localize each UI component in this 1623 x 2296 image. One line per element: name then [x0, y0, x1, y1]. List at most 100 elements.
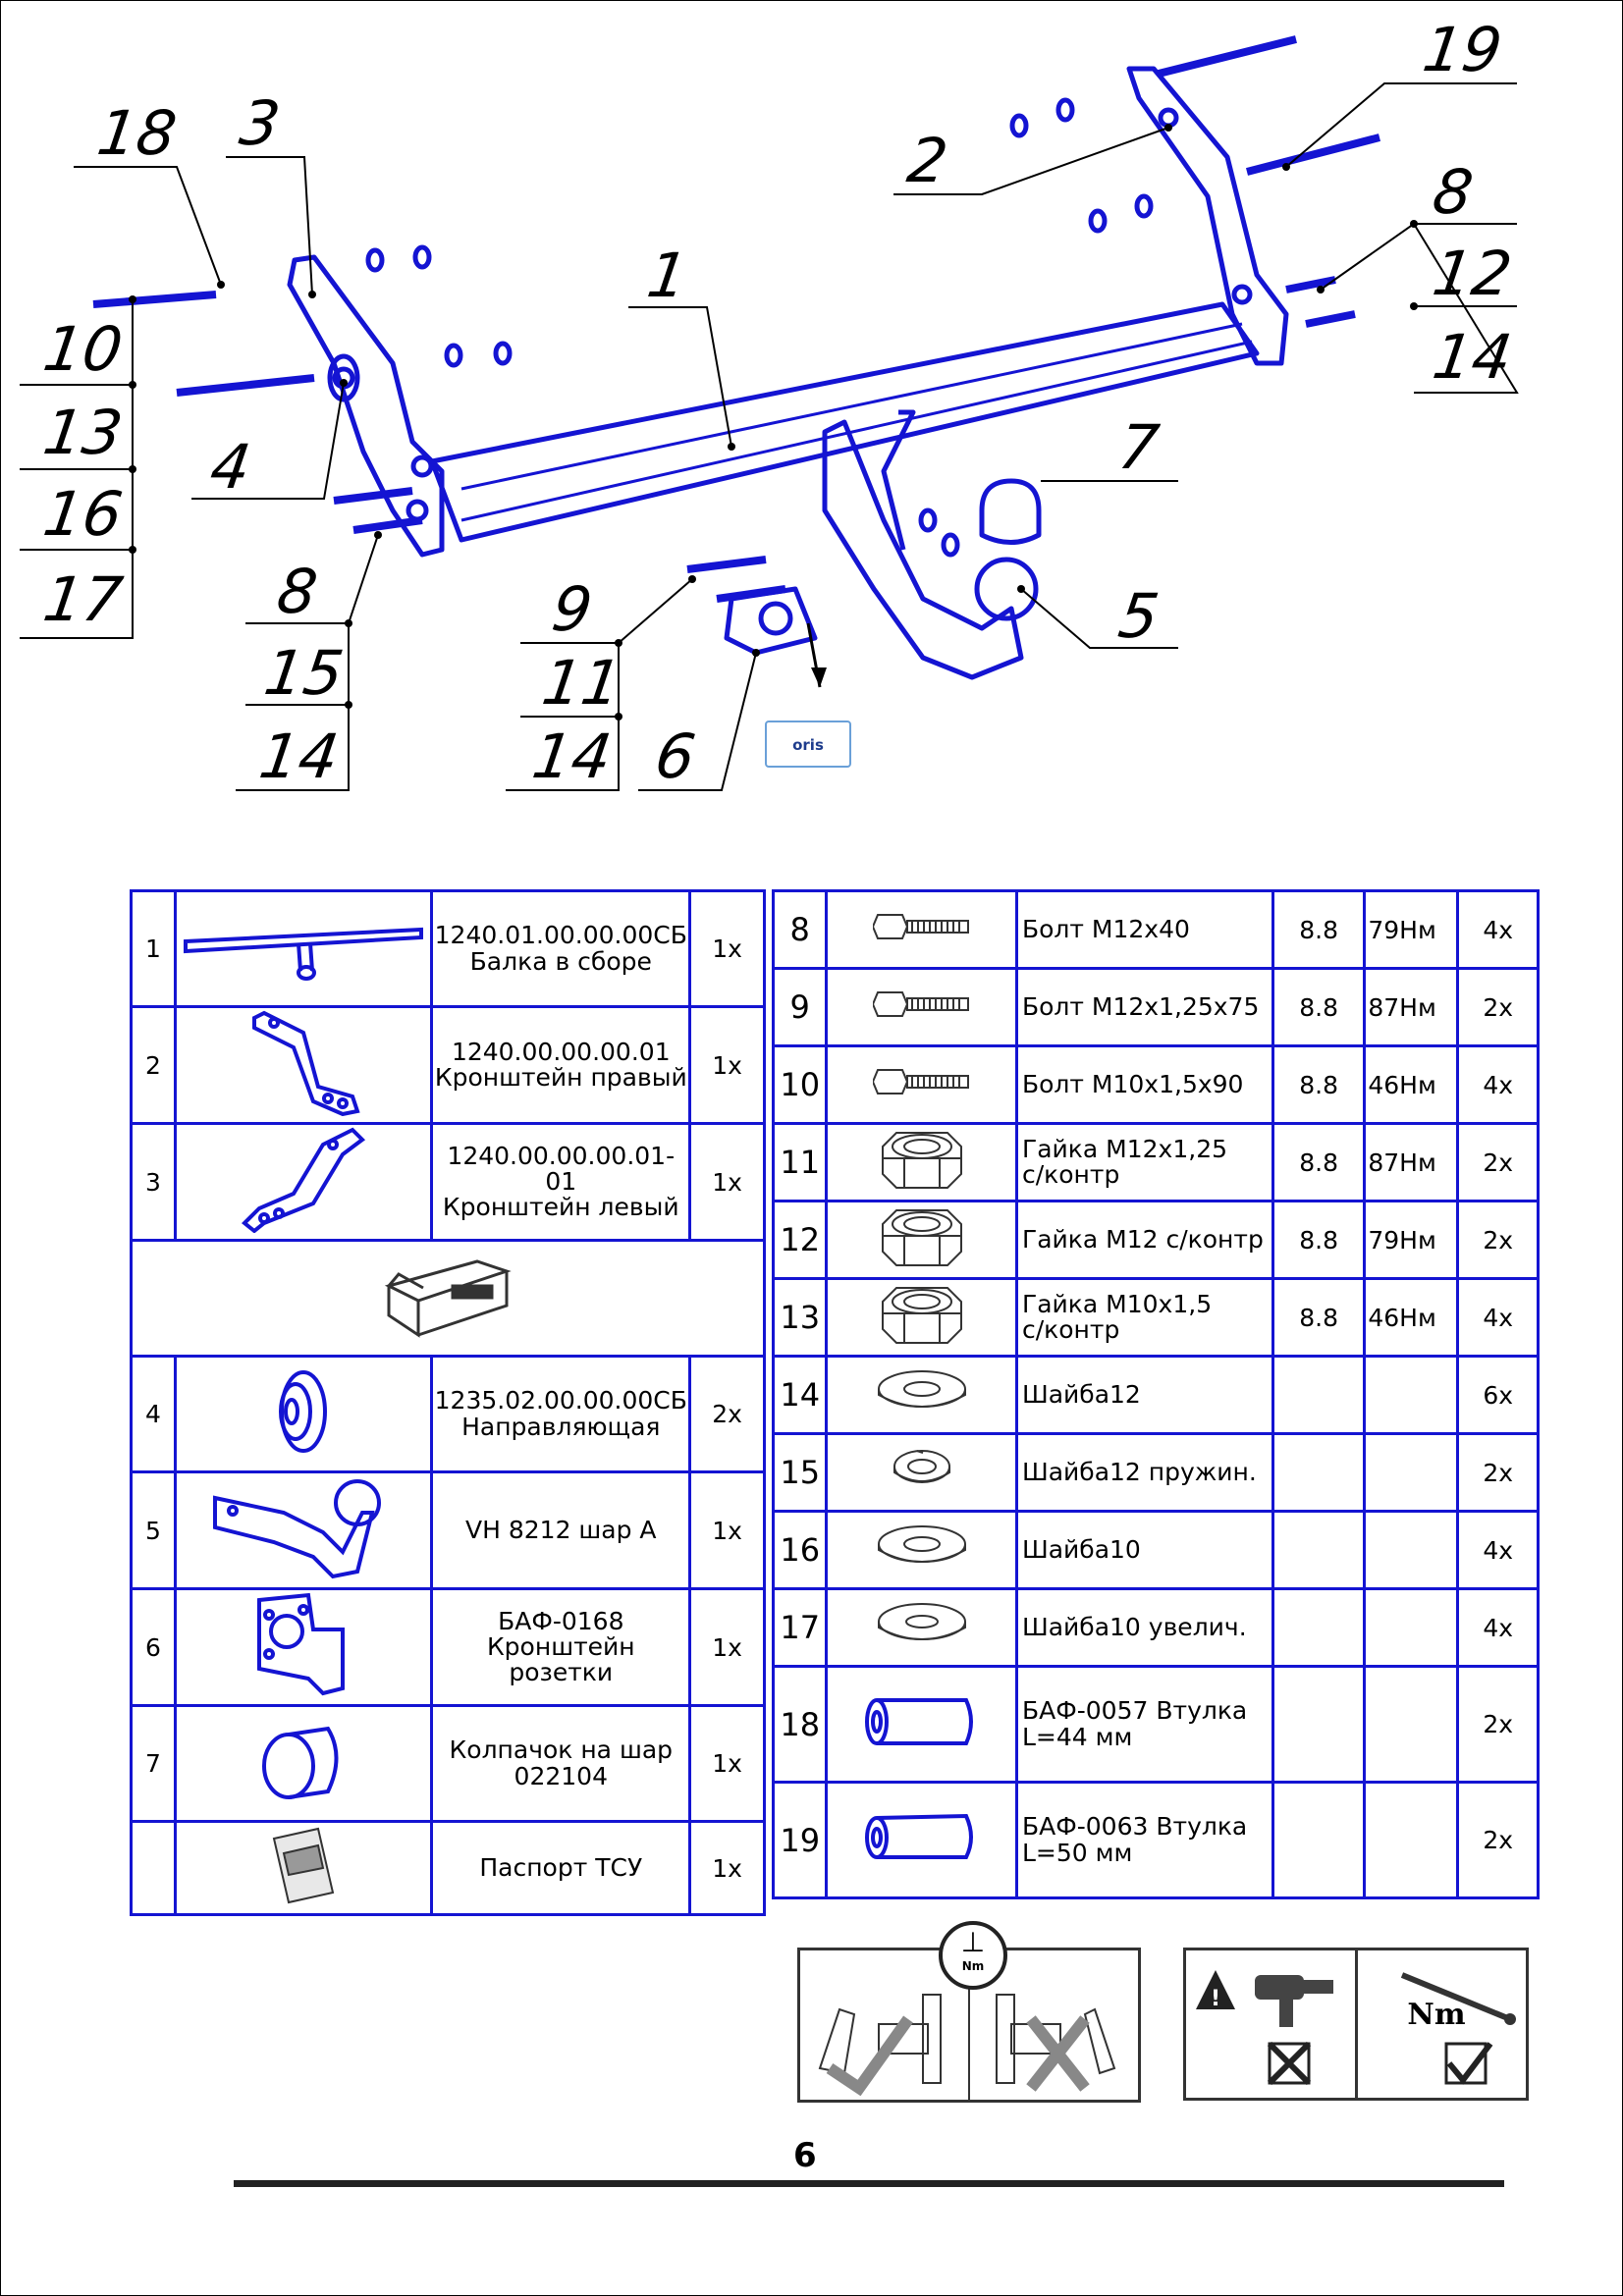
hardware-row: 12 Гайка М12 с/контр 8.8 79Нм 2х: [771, 1200, 1540, 1280]
strength-class: [1271, 1665, 1367, 1784]
sleeve-image: [825, 1665, 1018, 1784]
row-index: 16: [771, 1510, 829, 1590]
part-qty: 1х: [688, 1470, 766, 1590]
part-code: 1235.02.00.00.00СБ: [434, 1386, 687, 1415]
main-beam: [429, 301, 1260, 543]
passport-booklet-image: [174, 1820, 434, 1916]
hardware-row: 9 Болт М12х1,25х75 8.8 87Нм 2х: [771, 967, 1540, 1047]
callout-18: 18: [92, 97, 182, 169]
torque-symbol-icon: ⊥ Nm: [939, 1921, 1007, 1990]
part-code: VH 8212 шар А: [465, 1515, 657, 1544]
torque-wrench-icon: [1400, 1972, 1516, 2025]
row-index: 12: [771, 1200, 829, 1280]
row-index: 7: [129, 1704, 178, 1823]
strength-class: 8.8: [1271, 889, 1367, 970]
hardware-qty: 2х: [1456, 1432, 1540, 1513]
hardware-row: 15 Шайба12 пружин. 2х: [771, 1432, 1540, 1513]
row-index: 15: [771, 1432, 829, 1513]
hardware-qty: 6х: [1456, 1355, 1540, 1435]
torque: 79Нм: [1363, 889, 1460, 970]
row-index: 8: [771, 889, 829, 970]
left-bracket-image: [174, 1122, 434, 1242]
part-name: Кронштейн правый: [434, 1063, 687, 1092]
hardware-name: Гайка М12 с/контр: [1014, 1200, 1274, 1280]
row-index: 1: [129, 889, 178, 1008]
ball-cap: [979, 478, 1042, 545]
part-qty: 1х: [688, 1005, 766, 1125]
nut-image: [825, 1122, 1018, 1202]
sleeve-image: [825, 1781, 1018, 1899]
callout-16: 16: [38, 478, 128, 550]
hardware-row: 16 Шайба10 4х: [771, 1510, 1540, 1590]
left-bracket: [287, 254, 445, 558]
hardware-table: 8 Болт М12х40 8.8 79Нм 4х 9 Болт М12х1,2…: [771, 889, 1540, 1899]
packaging-box-image: [130, 1239, 766, 1358]
tool-usage-panel: ! Nm: [1183, 1948, 1529, 2101]
part-name: Балка в сборе: [469, 946, 652, 976]
torque: [1363, 1432, 1460, 1513]
torque: [1363, 1510, 1460, 1590]
tow-ball: [974, 557, 1039, 621]
hardware-name: Болт М10х1,5х90: [1014, 1044, 1274, 1125]
part-name: Паспорт ТСУ: [479, 1852, 643, 1882]
row-index: 18: [771, 1665, 829, 1784]
hardware-qty: 2х: [1456, 1200, 1540, 1280]
callout-14-right: 14: [1428, 321, 1517, 393]
callout-11: 11: [537, 647, 626, 719]
hardware-name: Шайба12: [1014, 1355, 1274, 1435]
towball-image: [174, 1470, 434, 1590]
part-name: Кронштейн розетки: [486, 1631, 635, 1687]
svg-text:oris: oris: [792, 736, 824, 754]
check-box-icon: [1444, 2042, 1493, 2085]
row-index: 3: [129, 1122, 178, 1242]
part-code: 1240.00.00.00.01-01: [447, 1141, 676, 1196]
strength-class: 8.8: [1271, 1277, 1367, 1358]
callout-19: 19: [1418, 14, 1507, 85]
oris-logo: [765, 721, 851, 768]
torque: [1363, 1355, 1460, 1435]
strength-class: 8.8: [1271, 1044, 1367, 1125]
part-qty: 1х: [688, 889, 766, 1008]
row-index: 13: [771, 1277, 829, 1358]
row-index: 2: [129, 1005, 178, 1125]
impact-wrench-icon: [1255, 1975, 1333, 2027]
hardware-qty: 4х: [1456, 1044, 1540, 1125]
tool-usage-diagram: ! Nm: [1196, 1970, 1516, 2086]
row-index: 4: [129, 1355, 178, 1473]
torque-direction-diagram: [818, 1950, 1116, 2100]
part-name: Направляющая: [461, 1412, 661, 1441]
nut-image: [825, 1200, 1018, 1280]
strength-class: 8.8: [1271, 1122, 1367, 1202]
part-qty: 1х: [688, 1122, 766, 1242]
part-code: БАФ-0168: [498, 1606, 624, 1635]
row-index: 5: [129, 1470, 178, 1590]
hardware-row: 17 Шайба10 увелич. 4х: [771, 1587, 1540, 1668]
parts-row: 5 VH 8212 шар А 1х: [129, 1470, 766, 1590]
torque: 46Нм: [1363, 1277, 1460, 1358]
torque: 87Нм: [1363, 1122, 1460, 1202]
bolt-image: [825, 889, 1018, 970]
ball-cap-image: [174, 1704, 434, 1823]
hitch-neck: [822, 419, 1024, 680]
nut-image: [825, 1277, 1018, 1358]
check-mark-icon: [826, 2015, 913, 2097]
exploded-assembly-diagram: oris: [20, 35, 1519, 791]
row-index: 19: [771, 1781, 829, 1899]
hardware-name-line2: с/контр: [1021, 1160, 1120, 1189]
hardware-qty: 2х: [1456, 1122, 1540, 1202]
part-qty: 1х: [688, 1704, 766, 1823]
hardware-name: Болт М12х1,25х75: [1014, 967, 1274, 1047]
part-code: 1240.00.00.00.01: [451, 1037, 671, 1066]
hardware-name: БАФ-0057 Втулка: [1021, 1696, 1248, 1726]
bolt-image: [825, 1044, 1018, 1125]
strength-class: [1271, 1781, 1367, 1899]
hardware-qty: 4х: [1456, 1277, 1540, 1358]
callout-14-mid: 14: [527, 721, 617, 792]
right-bracket: [1126, 66, 1289, 366]
